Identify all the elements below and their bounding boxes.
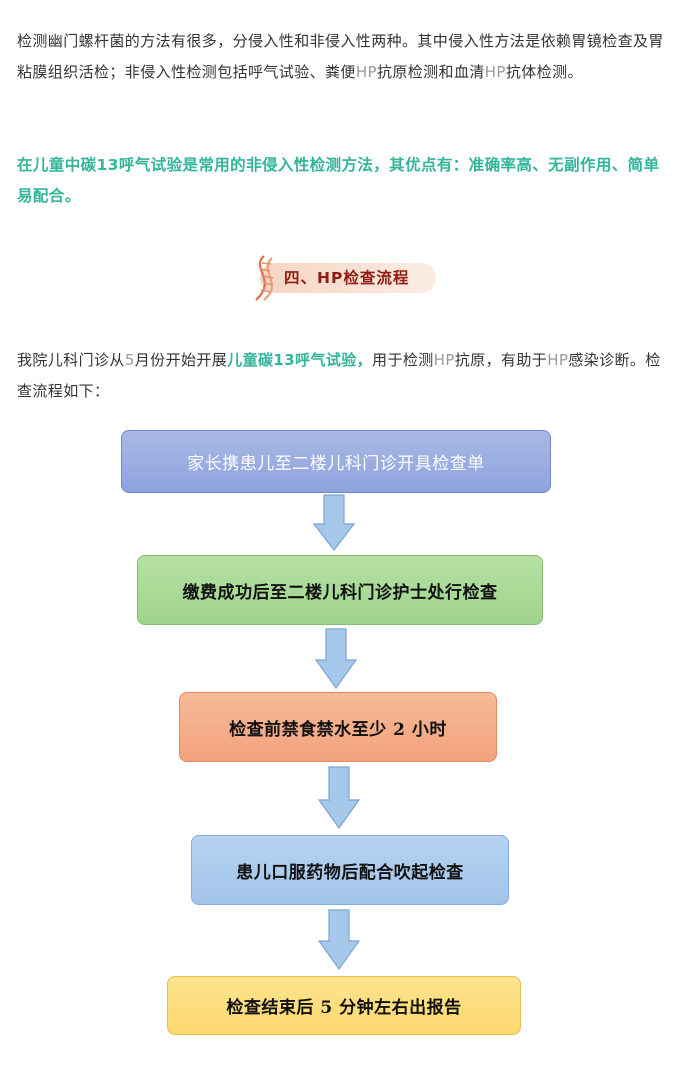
flow-step-3: 检查前禁食禁水至少 2 小时 [179, 692, 497, 762]
process-text-d: 抗原，有助于 [454, 351, 548, 369]
process-hp-1: HP [433, 351, 455, 369]
process-highlight: 儿童碳13呼气试验， [227, 351, 373, 369]
process-text-e: 感染诊断。检查流程如下： [17, 351, 661, 400]
process-intro-paragraph: 我院儿科门诊从5月份开始开展儿童碳13呼气试验，用于检测HP抗原，有助于HP感染… [17, 345, 673, 407]
dna-helix-icon [255, 255, 274, 301]
intro-text-b: 抗原检测和血清 [376, 63, 485, 81]
process-text-b: 月份开始开展 [134, 351, 228, 369]
down-arrow-icon [314, 628, 358, 690]
intro-paragraph: 检测幽门螺杆菌的方法有很多，分侵入性和非侵入性两种。其中侵入性方法是依赖胃镜检查… [17, 26, 673, 88]
flow-step-4: 患儿口服药物后配合吹起检查 [191, 835, 509, 905]
down-arrow-icon [317, 909, 361, 971]
down-arrow-icon [317, 766, 361, 830]
process-month-number: 5 [124, 351, 135, 369]
section-title: 四、HP检查流程 [284, 269, 410, 287]
process-hp-2: HP [547, 351, 569, 369]
section-header: 四、HP检查流程 [240, 254, 440, 302]
intro-text-c: 抗体检测。 [505, 63, 583, 81]
flow-step-1: 家长携患儿至二楼儿科门诊开具检查单 [121, 430, 551, 493]
section-pill [260, 263, 436, 293]
intro-hp-1: HP [355, 63, 377, 81]
flow-step-2: 缴费成功后至二楼儿科门诊护士处行检查 [137, 555, 543, 625]
down-arrow-icon [312, 494, 356, 551]
process-text-a: 我院儿科门诊从 [17, 351, 125, 369]
process-text-c: 用于检测 [372, 351, 434, 369]
intro-text-a: 检测幽门螺杆菌的方法有很多，分侵入性和非侵入性两种。其中侵入性方法是依赖胃镜检查… [17, 32, 664, 81]
flow-step-5: 检查结束后 5 分钟左右出报告 [167, 976, 521, 1035]
intro-hp-2: HP [484, 63, 506, 81]
highlight-paragraph: 在儿童中碳13呼气试验是常用的非侵入性检测方法，其优点有：准确率高、无副作用、简… [17, 156, 660, 205]
